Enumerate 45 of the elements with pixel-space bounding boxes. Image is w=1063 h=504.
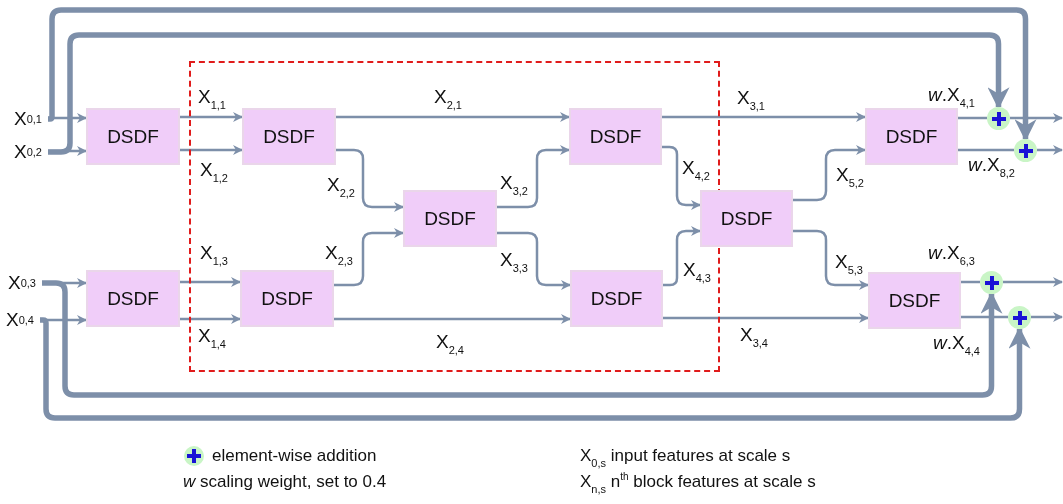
process-box: DSDF [86, 108, 180, 165]
process-box: DSDF [569, 108, 662, 165]
dashed-region [189, 61, 720, 372]
connector-line [958, 148, 1014, 152]
arrow [1010, 113, 1063, 123]
process-box: DSDF [868, 272, 961, 329]
arrow [497, 231, 571, 290]
connector-line [958, 116, 987, 120]
connector-line [961, 315, 1008, 319]
legend-text: X$_{0,s}$ input features at scale s [580, 445, 791, 467]
skip-connection-arrow [45, 7, 1037, 142]
addition-node [1008, 306, 1031, 329]
arrow [180, 314, 241, 324]
process-box: DSDF [700, 190, 793, 247]
process-box: DSDF [240, 270, 334, 327]
arrow [1003, 277, 1063, 287]
addition-node [987, 107, 1010, 130]
arrow [336, 148, 404, 212]
process-box: DSDF [865, 108, 958, 165]
addition-node [980, 271, 1003, 294]
addition-node [1014, 139, 1037, 162]
arrow [180, 112, 243, 122]
arrow [663, 313, 869, 323]
arrow [497, 145, 570, 209]
process-box: DSDF [570, 270, 663, 327]
arrow [336, 112, 570, 122]
legend-text: X$_{n,s}$ n$^{th}$ block features at scale s [580, 471, 816, 493]
skip-connection-arrow [42, 280, 1003, 398]
skip-connection-arrow [37, 317, 1031, 421]
arrow [1037, 145, 1063, 155]
arrow [662, 112, 866, 122]
legend-text: w scaling weight, set to 0.4 [183, 471, 387, 493]
arrow [180, 145, 243, 155]
process-box: DSDF [403, 190, 497, 247]
arrow [334, 228, 404, 287]
arrow [793, 145, 866, 202]
arrow [1031, 312, 1063, 322]
arrow [180, 277, 241, 287]
connector-line [961, 280, 980, 284]
legend-text: element-wise addition [212, 445, 377, 467]
arrow [793, 229, 869, 290]
process-box: DSDF [86, 270, 180, 327]
process-box: DSDF [242, 108, 336, 165]
skip-connection-arrow [48, 32, 1010, 155]
arrow [334, 314, 571, 324]
